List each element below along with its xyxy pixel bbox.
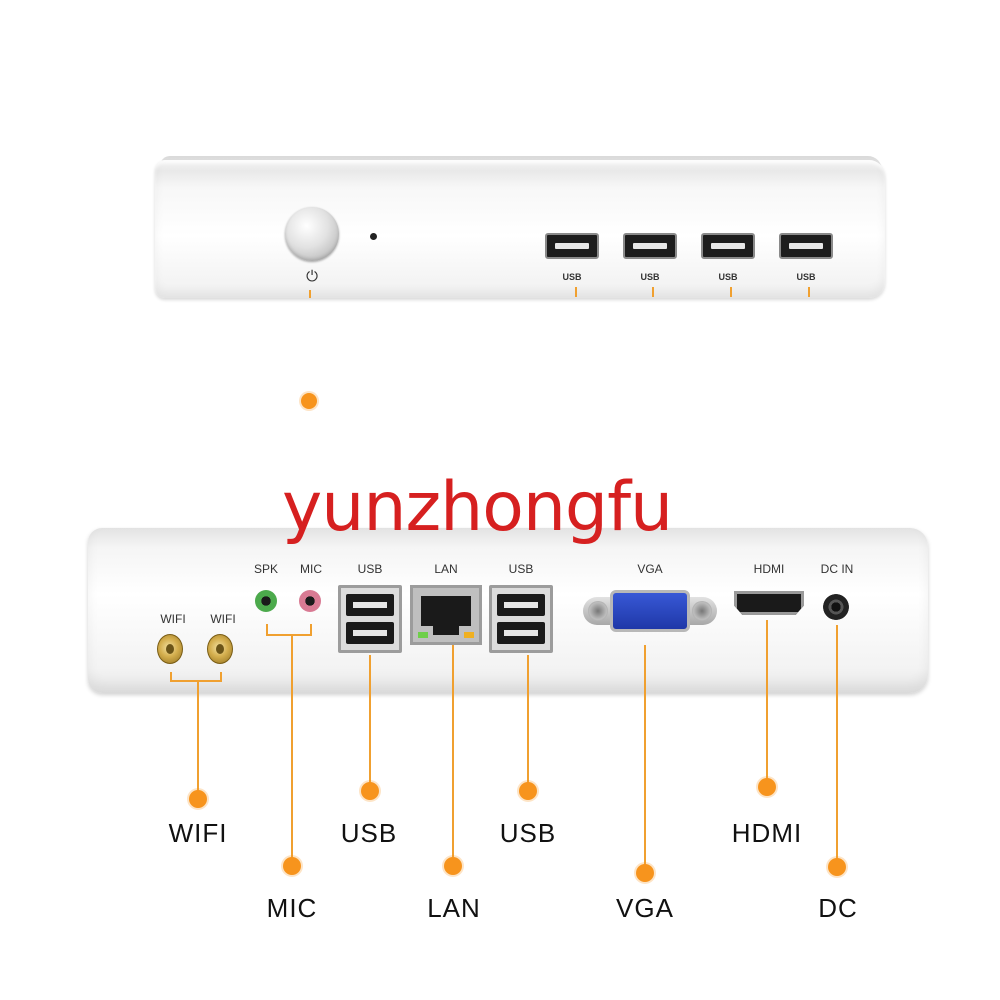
rear-usb-slot-1a	[346, 594, 394, 616]
lan-led-green	[418, 632, 428, 638]
callout-label-usb-1: USB	[340, 818, 398, 848]
rear-label-wifi-2: WIFI	[210, 612, 236, 626]
wifi-bracket	[170, 680, 222, 682]
callout-label-lan: LAN	[427, 893, 481, 923]
front-case	[155, 160, 885, 298]
lan-led-yellow	[464, 632, 474, 638]
callout-line-usb-2	[527, 655, 529, 785]
callout-line-lan	[452, 645, 454, 857]
lan-socket	[421, 596, 471, 626]
rear-label-spk: SPK	[253, 562, 278, 576]
callout-dot-usb-2	[519, 782, 537, 800]
callout-label-vga: VGA	[616, 893, 674, 923]
callout-dot-usb-1	[361, 782, 379, 800]
hdmi-port	[734, 591, 804, 615]
callout-dot-hdmi	[758, 778, 776, 796]
wifi-antenna-connector-2	[207, 634, 233, 664]
rear-usb-stack-1	[338, 585, 402, 653]
power-led	[370, 233, 377, 240]
front-usb-label-1: USB	[562, 272, 582, 282]
front-usb-tick-4	[808, 287, 810, 297]
front-usb-port-1	[545, 233, 599, 259]
callout-dot-vga	[636, 864, 654, 882]
callout-label-mic: MIC	[266, 893, 318, 923]
vga-screw-left	[588, 601, 608, 621]
front-usb-port-4	[779, 233, 833, 259]
power-button[interactable]	[285, 207, 339, 261]
wifi-antenna-connector-1	[157, 634, 183, 664]
rear-label-wifi-1: WIFI	[160, 612, 186, 626]
wifi-bracket-right	[220, 672, 222, 681]
speaker-jack	[255, 590, 277, 612]
front-usb-label-4: USB	[796, 272, 816, 282]
audio-bracket	[266, 634, 312, 636]
front-power-tick	[309, 290, 311, 298]
rear-label-hdmi: HDMI	[753, 562, 785, 576]
rear-usb-slot-2a	[497, 594, 545, 616]
front-usb-tick-1	[575, 287, 577, 297]
lan-socket-notch	[433, 625, 459, 635]
power-icon: ⏻	[306, 268, 318, 285]
front-usb-tick-2	[652, 287, 654, 297]
callout-dot-dc	[828, 858, 846, 876]
vga-screw-right	[692, 601, 712, 621]
mic-jack	[299, 590, 321, 612]
wifi-bracket-left	[170, 672, 172, 681]
audio-bracket-left	[266, 624, 268, 635]
lan-port	[410, 585, 482, 645]
rear-label-vga: VGA	[637, 562, 663, 576]
vga-port	[610, 590, 690, 632]
rear-usb-slot-1b	[346, 622, 394, 644]
callout-line-dc	[836, 625, 838, 862]
front-callout-dot	[301, 393, 317, 409]
rear-usb-slot-2b	[497, 622, 545, 644]
callout-label-dc: DC	[818, 893, 858, 923]
rear-label-mic: MIC	[300, 562, 322, 576]
front-usb-port-3	[701, 233, 755, 259]
front-usb-label-2: USB	[640, 272, 660, 282]
audio-bracket-right	[310, 624, 312, 635]
callout-line-wifi	[197, 681, 199, 793]
rear-label-dc-in: DC IN	[820, 562, 854, 576]
front-usb-tick-3	[730, 287, 732, 297]
front-usb-label-3: USB	[718, 272, 738, 282]
callout-label-usb-2: USB	[499, 818, 557, 848]
rear-label-lan: LAN	[434, 562, 458, 576]
watermark-text: yunzhongfu	[282, 468, 673, 547]
callout-label-hdmi: HDMI	[731, 818, 803, 848]
callout-line-mic	[291, 635, 293, 860]
rear-usb-stack-2	[489, 585, 553, 653]
callout-line-usb-1	[369, 655, 371, 785]
callout-dot-mic	[283, 857, 301, 875]
rear-label-usb-1: USB	[357, 562, 383, 576]
callout-label-wifi: WIFI	[168, 818, 228, 848]
callout-dot-wifi	[189, 790, 207, 808]
dc-in-jack	[823, 594, 849, 620]
rear-label-usb-2: USB	[508, 562, 534, 576]
callout-line-vga	[644, 645, 646, 867]
callout-line-hdmi	[766, 620, 768, 780]
callout-dot-lan	[444, 857, 462, 875]
front-usb-port-2	[623, 233, 677, 259]
